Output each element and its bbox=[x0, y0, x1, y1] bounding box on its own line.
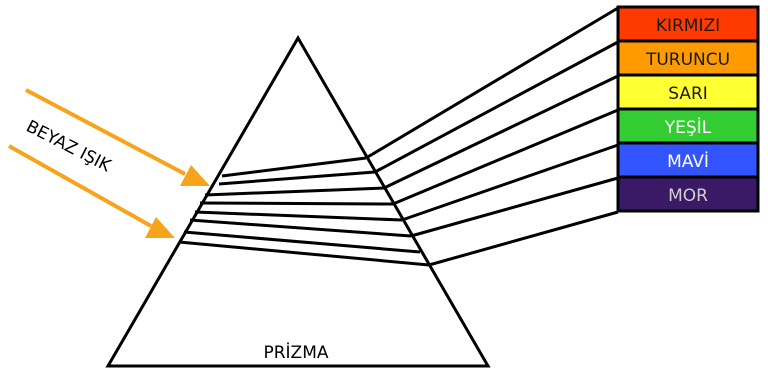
band-label-green: YEŞİL bbox=[664, 117, 712, 138]
incoming-arrow-2-head bbox=[145, 217, 175, 238]
incoming-light-label: BEYAZ IŞIK bbox=[23, 117, 115, 177]
prism-label: PRİZMA bbox=[263, 342, 328, 363]
incoming-arrow-1-head bbox=[180, 165, 210, 186]
spectrum-band-violet: MOR bbox=[618, 177, 758, 211]
spectrum-band-red: KIRMIZI bbox=[618, 7, 758, 41]
band-label-violet: MOR bbox=[668, 186, 708, 206]
band-label-yellow: SARI bbox=[668, 84, 708, 104]
prism-outline bbox=[108, 38, 488, 366]
spectrum: KIRMIZI TURUNCU SARI YEŞİL MAVİ MOR bbox=[618, 7, 758, 211]
spectrum-band-orange: TURUNCU bbox=[618, 41, 758, 75]
band-label-orange: TURUNCU bbox=[645, 50, 730, 70]
rays-inside-prism bbox=[179, 158, 429, 265]
band-label-red: KIRMIZI bbox=[656, 16, 720, 36]
spectrum-band-blue: MAVİ bbox=[618, 143, 758, 177]
band-label-blue: MAVİ bbox=[667, 151, 709, 172]
spectrum-band-green: YEŞİL bbox=[618, 109, 758, 143]
spectrum-band-yellow: SARI bbox=[618, 75, 758, 109]
dispersed-rays bbox=[366, 8, 618, 265]
